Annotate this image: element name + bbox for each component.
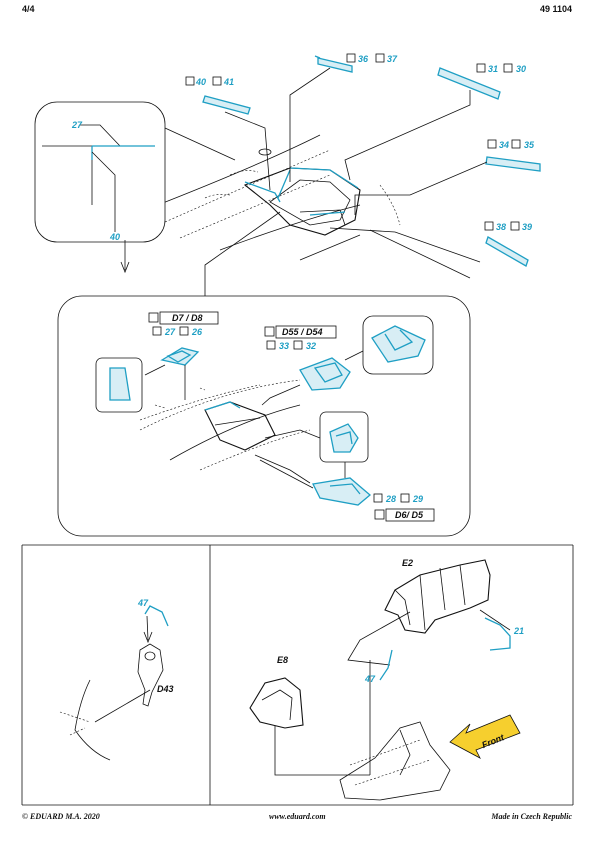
detail-inset xyxy=(34,101,236,274)
callout-d7-d8: D7 / D8 27 26 xyxy=(148,311,219,337)
footer-website[interactable]: www.eduard.com xyxy=(269,812,326,821)
callout-36: 36 xyxy=(358,54,369,64)
callout-33: 33 xyxy=(279,341,289,351)
callout-35: 35 xyxy=(524,140,535,150)
page-number: 4/4 xyxy=(22,4,35,14)
decal-d6-d5: D6/ D5 xyxy=(395,510,424,520)
part-21: 21 xyxy=(513,626,524,636)
footer-copyright: © EDUARD M.A. 2020 xyxy=(22,812,100,821)
callout-26: 26 xyxy=(191,327,203,337)
footer-origin: Made in Czech Republic xyxy=(491,812,572,821)
callout-28-29: 28 29 D6/ D5 xyxy=(373,493,435,522)
decal-d7-d8: D7 / D8 xyxy=(172,313,203,323)
part-40-41 xyxy=(202,95,271,191)
callout-31: 31 xyxy=(488,64,498,74)
callout-41: 41 xyxy=(223,77,234,87)
part-33-32 xyxy=(261,315,434,406)
callout-32: 32 xyxy=(306,341,316,351)
callout-36-37: 36 37 xyxy=(346,53,398,64)
callout-40: 40 xyxy=(195,77,206,87)
bottom-right-diagram xyxy=(249,559,521,801)
callout-40-41: 40 41 xyxy=(185,76,234,87)
callout-28: 28 xyxy=(385,494,396,504)
part-e8: E8 xyxy=(277,655,288,665)
callout-d55-d54: D55 / D54 33 32 xyxy=(264,325,337,351)
part-36-37 xyxy=(289,55,353,182)
callout-37: 37 xyxy=(387,54,398,64)
decal-d43: D43 xyxy=(157,684,174,694)
bottom-frame xyxy=(21,544,574,806)
callout-27: 27 xyxy=(164,327,176,337)
callout-31-30: 31 30 xyxy=(476,63,526,74)
panel-bay xyxy=(139,379,326,484)
part-27-26 xyxy=(95,347,200,413)
callout-34: 34 xyxy=(499,140,509,150)
decal-d55-d54: D55 / D54 xyxy=(282,327,323,337)
detail-label-27: 27 xyxy=(71,120,83,130)
wing-surface xyxy=(149,134,471,279)
leader-to-panel xyxy=(204,211,281,298)
callout-29: 29 xyxy=(412,494,423,504)
part-34-35 xyxy=(354,156,541,215)
kit-number: 49 1104 xyxy=(539,4,572,14)
callout-39: 39 xyxy=(522,222,532,232)
part-38-39 xyxy=(329,227,529,267)
callout-34-35: 34 35 xyxy=(487,139,535,150)
callout-38: 38 xyxy=(496,222,506,232)
part-28-29 xyxy=(259,411,372,506)
part-e2: E2 xyxy=(402,558,413,568)
callout-30: 30 xyxy=(516,64,526,74)
bay-pe-frames xyxy=(244,167,359,216)
callout-38-39: 38 39 xyxy=(484,221,532,232)
bottom-left-diagram xyxy=(59,605,169,761)
part-47-right: 47 xyxy=(364,674,376,684)
part-47-left: 47 xyxy=(137,598,149,608)
part-31-30 xyxy=(344,67,501,181)
detail-label-40: 40 xyxy=(109,232,120,242)
